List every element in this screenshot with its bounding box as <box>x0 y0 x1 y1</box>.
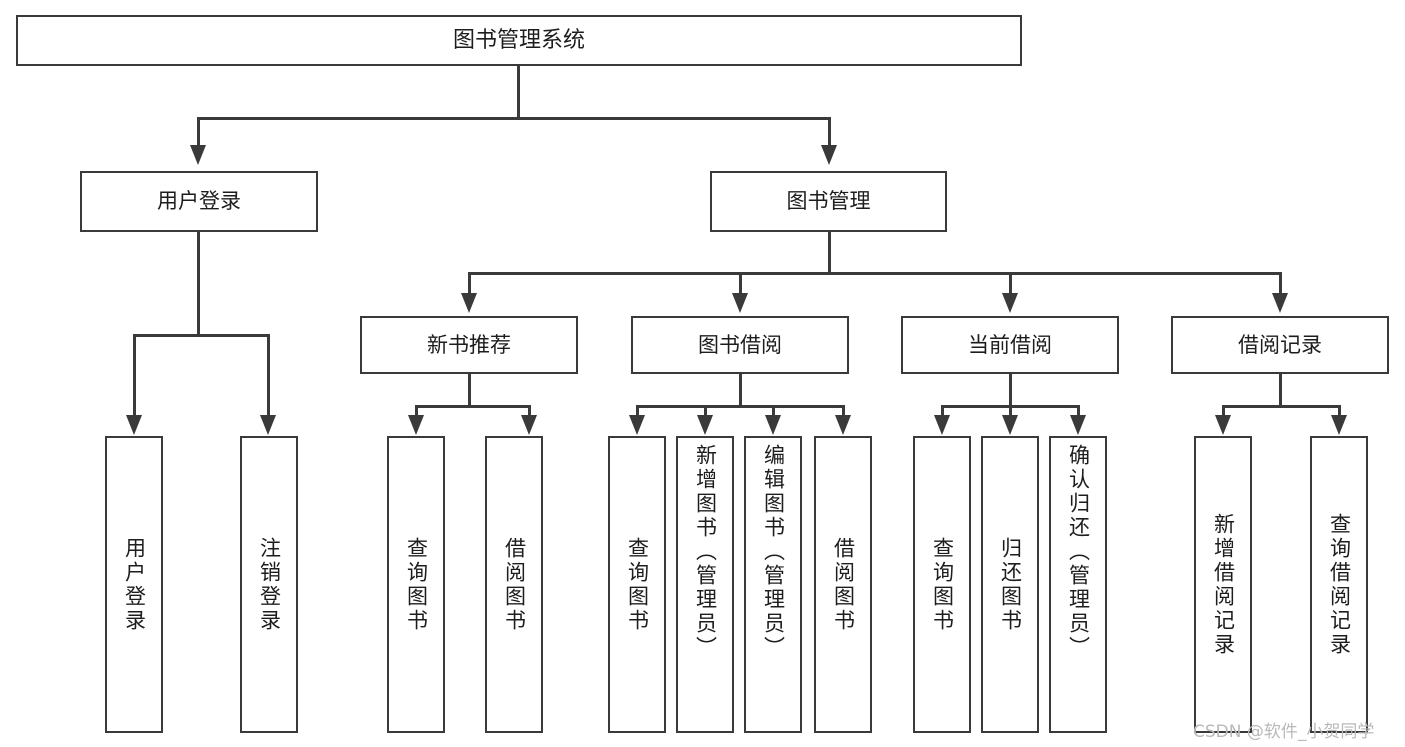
connector-bm-drop-4 <box>1279 272 1282 296</box>
leaf-label: 查询图书 <box>930 536 955 633</box>
arrow-to-leaf-logout <box>260 415 276 435</box>
leaf-label: 新增图书（管理员） <box>693 444 718 660</box>
leaf-user-login[interactable]: 用户登录 <box>105 436 163 733</box>
connector-bb-drop-3 <box>772 405 775 418</box>
leaf-label: 查询借阅记录 <box>1327 512 1352 657</box>
connector-cb-stem <box>1009 374 1012 407</box>
connector-bb-drop-4 <box>842 405 845 418</box>
leaf-label: 新增借阅记录 <box>1211 512 1236 657</box>
arrow-nbr-leaf-2 <box>521 415 537 435</box>
connector-user-login-bar <box>133 334 270 337</box>
connector-bb-drop-2 <box>704 405 707 418</box>
node-label: 新书推荐 <box>427 332 511 357</box>
connector-br-drop-1 <box>1222 405 1225 418</box>
connector-bm-drop-1 <box>468 272 471 296</box>
arrow-bb-leaf-3 <box>765 415 781 435</box>
arrow-bb-leaf-2 <box>697 415 713 435</box>
leaf-label: 借阅图书 <box>831 536 856 633</box>
arrow-nbr-leaf-1 <box>408 415 424 435</box>
arrow-cb-leaf-3 <box>1070 415 1086 435</box>
leaf-label: 查询图书 <box>404 536 429 633</box>
connector-user-login-stem <box>197 232 200 336</box>
arrow-bb-leaf-4 <box>835 415 851 435</box>
leaf-query-book-cb[interactable]: 查询图书 <box>913 436 971 733</box>
leaf-borrow-book-bb[interactable]: 借阅图书 <box>814 436 872 733</box>
leaf-label: 查询图书 <box>625 536 650 633</box>
connector-user-login-left-drop <box>133 334 136 418</box>
leaf-borrow-book-nbr[interactable]: 借阅图书 <box>485 436 543 733</box>
leaf-label: 编辑图书（管理员） <box>761 444 786 660</box>
leaf-add-book-admin[interactable]: 新增图书（管理员） <box>676 436 734 733</box>
node-current-borrow[interactable]: 当前借阅 <box>901 316 1119 374</box>
connector-nbr-bar <box>415 405 531 408</box>
connector-book-management-bar <box>468 272 1282 275</box>
leaf-query-borrow-record[interactable]: 查询借阅记录 <box>1310 436 1368 733</box>
arrow-to-book-borrow <box>732 293 748 313</box>
node-new-book-recommend[interactable]: 新书推荐 <box>360 316 578 374</box>
connector-cb-drop-3 <box>1077 405 1080 418</box>
arrow-cb-leaf-1 <box>934 415 950 435</box>
leaf-query-book-bb[interactable]: 查询图书 <box>608 436 666 733</box>
connector-br-bar <box>1222 405 1341 408</box>
leaf-label: 借阅图书 <box>502 536 527 633</box>
leaf-add-borrow-record[interactable]: 新增借阅记录 <box>1194 436 1252 733</box>
arrow-to-new-book-recommend <box>461 293 477 313</box>
connector-bb-stem <box>739 374 742 407</box>
connector-nbr-drop-2 <box>528 405 531 418</box>
connector-bm-drop-3 <box>1009 272 1012 296</box>
arrow-to-leaf-user-login <box>126 415 142 435</box>
node-borrow-record[interactable]: 借阅记录 <box>1171 316 1389 374</box>
connector-nbr-stem <box>468 374 471 407</box>
connector-root-stem <box>517 66 520 118</box>
connector-root-to-user-login <box>197 117 200 147</box>
node-label: 图书管理系统 <box>452 27 585 53</box>
arrow-br-leaf-1 <box>1215 415 1231 435</box>
node-user-login[interactable]: 用户登录 <box>80 171 318 232</box>
node-book-borrow[interactable]: 图书借阅 <box>631 316 849 374</box>
connector-bb-drop-1 <box>636 405 639 418</box>
node-label: 图书借阅 <box>698 332 782 357</box>
leaf-confirm-return-admin[interactable]: 确认归还（管理员） <box>1049 436 1107 733</box>
node-label: 当前借阅 <box>968 332 1052 357</box>
connector-cb-drop-2 <box>1009 405 1012 418</box>
leaf-edit-book-admin[interactable]: 编辑图书（管理员） <box>744 436 802 733</box>
arrow-to-current-borrow <box>1002 293 1018 313</box>
arrow-root-to-user-login <box>190 145 206 165</box>
leaf-query-book-nbr[interactable]: 查询图书 <box>387 436 445 733</box>
leaf-label: 用户登录 <box>122 536 147 633</box>
arrow-br-leaf-2 <box>1331 415 1347 435</box>
connector-bb-bar <box>636 405 845 408</box>
connector-br-drop-2 <box>1338 405 1341 418</box>
node-label: 图书管理 <box>786 189 871 214</box>
node-root-book-management-system[interactable]: 图书管理系统 <box>16 15 1022 66</box>
arrow-root-to-book-management <box>821 145 837 165</box>
arrow-bb-leaf-1 <box>629 415 645 435</box>
leaf-label: 归还图书 <box>998 536 1023 633</box>
leaf-logout[interactable]: 注销登录 <box>240 436 298 733</box>
connector-book-management-stem <box>828 232 831 274</box>
arrow-to-borrow-record <box>1272 293 1288 313</box>
connector-user-login-right-drop <box>267 334 270 418</box>
leaf-return-book[interactable]: 归还图书 <box>981 436 1039 733</box>
leaf-label: 注销登录 <box>257 536 282 633</box>
watermark-csdn: CSDN @软件_小贺同学 <box>1193 722 1375 742</box>
connector-nbr-drop-1 <box>415 405 418 418</box>
leaf-label: 确认归还（管理员） <box>1066 444 1091 660</box>
connector-root-to-book-management <box>828 117 831 147</box>
connector-root-bar <box>197 117 831 120</box>
node-label: 用户登录 <box>157 189 241 214</box>
connector-br-stem <box>1279 374 1282 407</box>
node-book-management[interactable]: 图书管理 <box>710 171 947 232</box>
arrow-cb-leaf-2 <box>1002 415 1018 435</box>
node-label: 借阅记录 <box>1238 332 1322 357</box>
connector-bm-drop-2 <box>739 272 742 296</box>
connector-cb-drop-1 <box>941 405 944 418</box>
